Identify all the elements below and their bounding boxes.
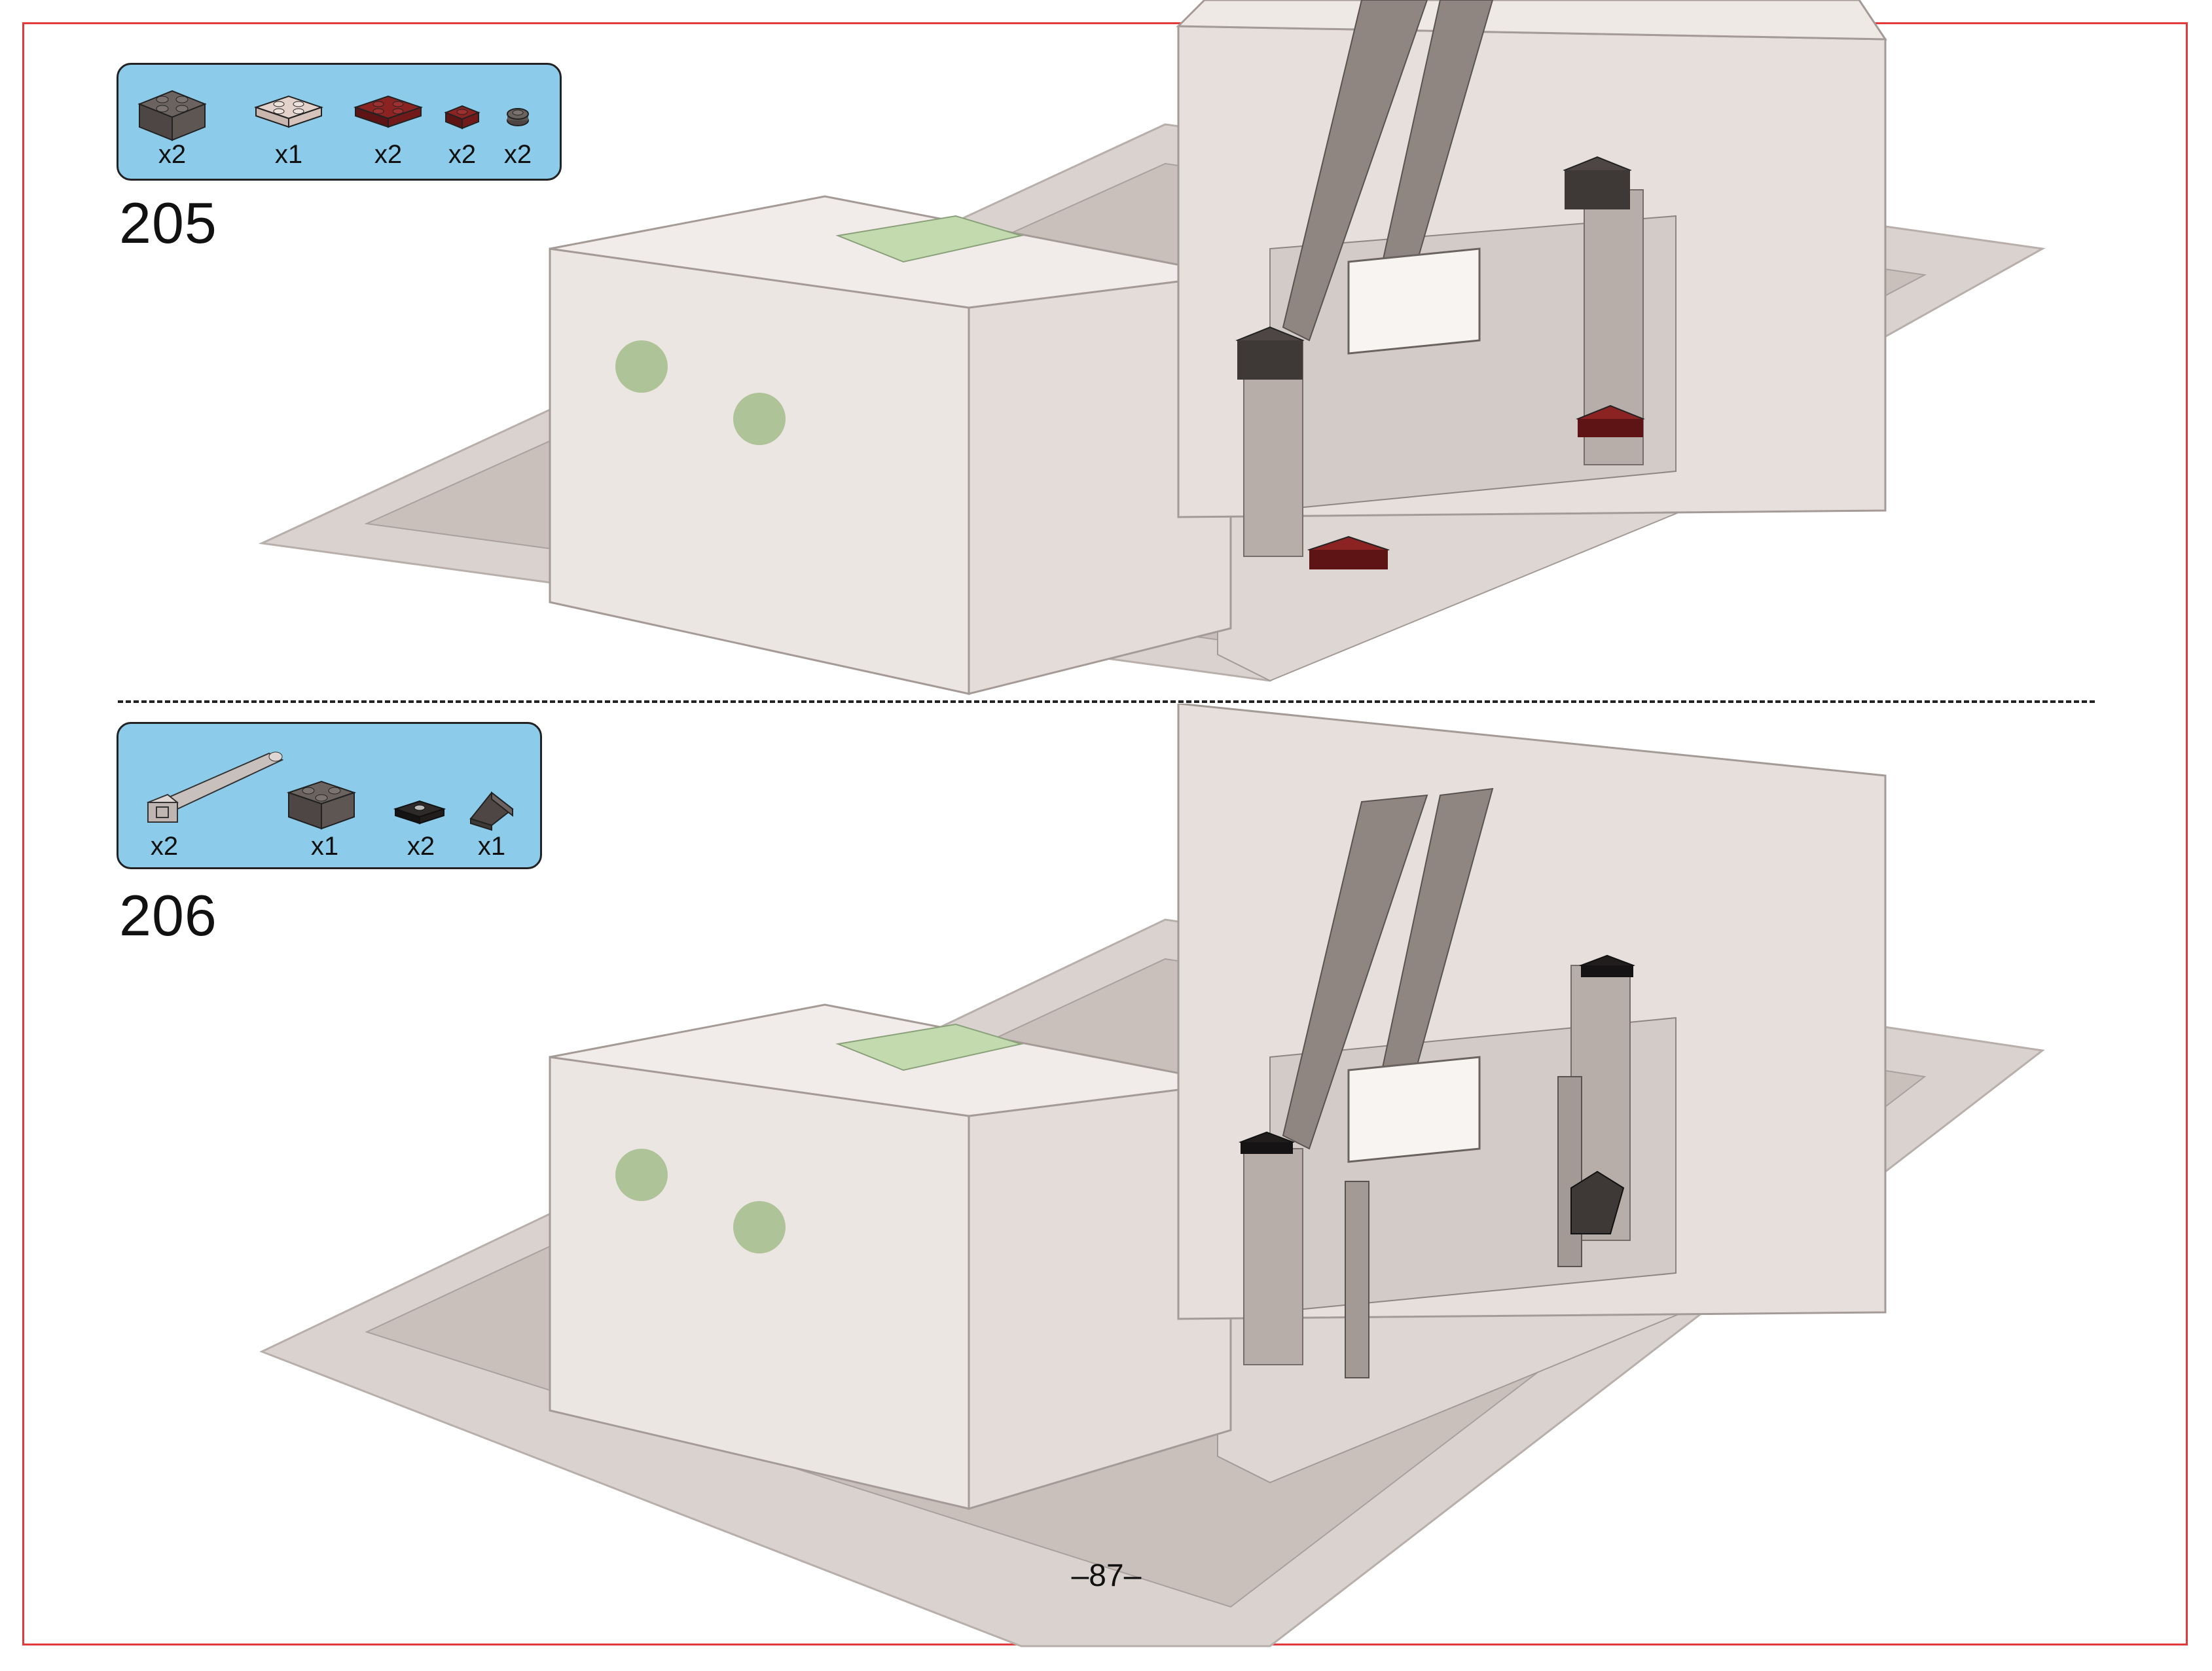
dark-gray-corner-brick-icon bbox=[286, 780, 357, 830]
dark-gray-2x2-brick-icon bbox=[137, 90, 207, 141]
part-qty: x2 bbox=[448, 140, 477, 169]
dark-gray-slope-icon bbox=[469, 791, 514, 831]
part-qty: x1 bbox=[310, 832, 339, 861]
part-qty: x1 bbox=[274, 140, 303, 169]
part-qty: x2 bbox=[407, 832, 435, 861]
dark-gray-1x1-round-icon bbox=[507, 108, 529, 126]
part-qty: x2 bbox=[374, 140, 403, 169]
parts-callout-205: x2 x1 x2 x2 bbox=[117, 63, 562, 181]
model-illustration-205 bbox=[258, 0, 2046, 695]
parts-callout-206: x2 x1 x2 x1 bbox=[117, 722, 542, 869]
part-qty: x2 bbox=[503, 140, 532, 169]
black-jumper-plate-icon bbox=[393, 800, 446, 825]
model-illustration-206 bbox=[259, 704, 2045, 1647]
dark-red-2x2-plate-icon bbox=[353, 95, 424, 128]
page-number: –87– bbox=[1071, 1558, 1142, 1593]
part-qty: x1 bbox=[477, 832, 506, 861]
step-number: 206 bbox=[119, 883, 217, 948]
step-number: 205 bbox=[119, 190, 217, 255]
part-qty: x2 bbox=[150, 832, 179, 861]
step-divider bbox=[118, 700, 2095, 703]
tan-2x2-plate-icon bbox=[253, 95, 324, 128]
dark-red-1x1-plate-icon bbox=[444, 105, 480, 130]
gray-bar-with-stopper-icon bbox=[147, 751, 284, 823]
part-qty: x2 bbox=[158, 140, 187, 169]
